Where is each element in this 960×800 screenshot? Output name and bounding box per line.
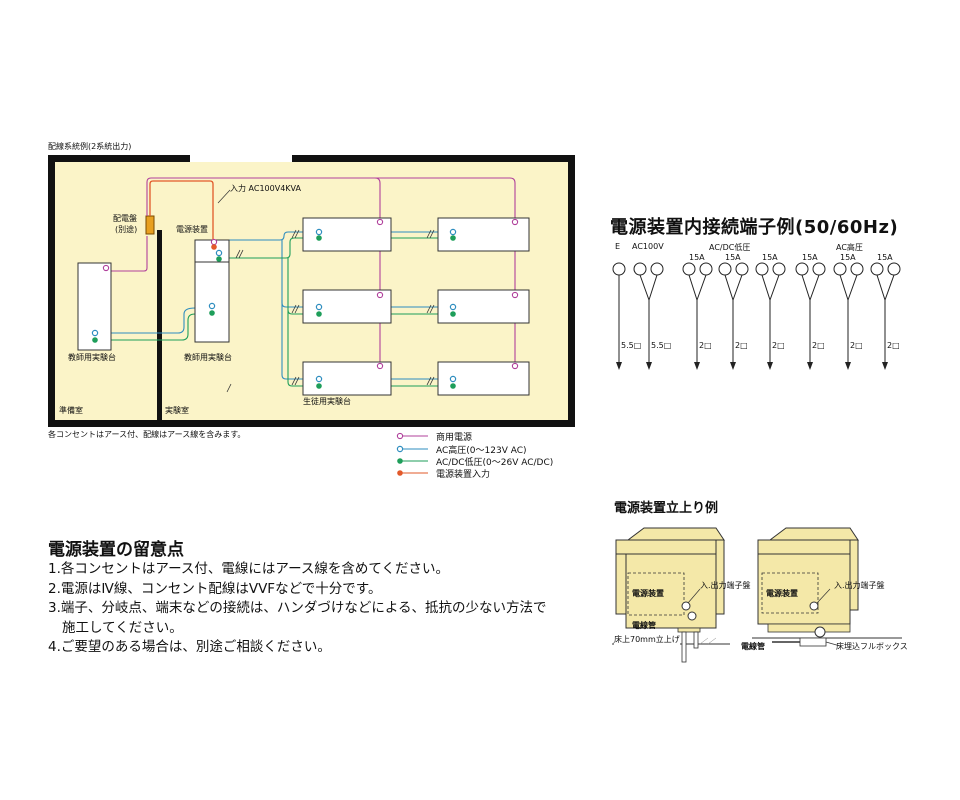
commercial-wire-main bbox=[146, 177, 381, 366]
cable-label-6: 2□ bbox=[812, 341, 825, 350]
terminal-label-high: AC高圧 bbox=[836, 243, 863, 252]
student-table-label: 生徒用実験台 bbox=[303, 397, 351, 406]
terminal-diagram bbox=[612, 262, 901, 276]
legend-low: AC/DC低圧(0〜26V AC/DC) bbox=[436, 458, 554, 468]
teacher-table-left bbox=[77, 262, 112, 351]
low-wire-3 bbox=[287, 310, 455, 387]
prep-room-label: 準備室 bbox=[59, 406, 83, 415]
ac-high-wire-1 bbox=[220, 231, 455, 241]
amp-label-6: 15A bbox=[877, 253, 893, 262]
input-label: 入力 AC100V4KVA bbox=[230, 184, 301, 193]
cable-label-2: 5.5□ bbox=[651, 341, 672, 350]
cable-label-4: 2□ bbox=[735, 341, 748, 350]
commercial-wire-right bbox=[375, 177, 516, 366]
low-wire-1 bbox=[220, 237, 455, 259]
notes-title: 電源装置の留意点 bbox=[48, 540, 184, 560]
input-outlet bbox=[211, 244, 217, 250]
legend-input: 電源装置入力 bbox=[436, 470, 491, 480]
power-unit-label: 電源装置 bbox=[176, 225, 208, 234]
distribution-board-label: 配電盤 bbox=[113, 214, 137, 223]
cable-label-7: 2□ bbox=[850, 341, 863, 350]
commercial-outlets bbox=[102, 218, 519, 370]
rise-right-pipe: 電線管 bbox=[741, 642, 765, 651]
amp-label-4: 15A bbox=[802, 253, 818, 262]
low-outlets bbox=[92, 235, 456, 389]
distribution-board-box bbox=[145, 215, 155, 235]
rise-left-unit: 電源装置 bbox=[632, 589, 664, 598]
rise-title: 電源装置立上り例 bbox=[614, 501, 719, 516]
terminals-title: 電源装置内接続端子例(50/60Hz) bbox=[610, 217, 899, 238]
rise-left-floor: 床上70mm立上げ bbox=[614, 634, 680, 645]
rise-left-pipe: 電線管 bbox=[632, 621, 656, 630]
low-wire-teacher bbox=[95, 313, 196, 341]
rise-right-unit: 電源装置 bbox=[766, 589, 798, 598]
commercial-wire-left bbox=[105, 236, 148, 272]
input-wire bbox=[149, 180, 214, 242]
terminal-label-ac100v: AC100V bbox=[632, 242, 664, 251]
note-item: 4.ご要望のある場合は、別途ご相談ください。 bbox=[48, 639, 331, 655]
note-item: 1.各コンセントはアース付、電線にはアース線を含めてください。 bbox=[48, 561, 450, 577]
amp-label-2: 15A bbox=[725, 253, 741, 262]
distribution-board-note: (別途) bbox=[115, 225, 138, 234]
partition-wall bbox=[157, 230, 162, 420]
cable-label-3: 2□ bbox=[699, 341, 712, 350]
legend-ac-high: AC高圧(0〜123V AC) bbox=[436, 446, 527, 456]
cable-label-5: 2□ bbox=[772, 341, 785, 350]
ac-high-wire-3 bbox=[281, 300, 455, 380]
rise-right-terminal: 入.出力端子盤 bbox=[834, 581, 885, 590]
ac-high-wire-teacher bbox=[95, 307, 196, 334]
cable-label-1: 5.5□ bbox=[621, 341, 642, 350]
ac-high-outlets bbox=[91, 228, 457, 383]
cable-label-8: 2□ bbox=[887, 341, 900, 350]
rise-left-terminal: 入.出力端子盤 bbox=[700, 581, 751, 590]
rise-right bbox=[752, 527, 902, 647]
terminal-label-e: E bbox=[615, 242, 621, 251]
rise-left bbox=[611, 527, 730, 663]
notes-list: 1.各コンセントはアース付、電線にはアース線を含めてください。 2.電源はⅣ線、… bbox=[48, 560, 546, 658]
teacher-table-center bbox=[194, 239, 230, 343]
terminal-label-low: AC/DC低圧 bbox=[709, 243, 751, 252]
lab-room-label: 実験室 bbox=[165, 406, 189, 415]
teacher-table-center-label: 教師用実験台 bbox=[184, 353, 232, 362]
amp-label-3: 15A bbox=[762, 253, 778, 262]
legend bbox=[396, 432, 428, 476]
teacher-table-left-label: 教師用実験台 bbox=[68, 353, 116, 362]
legend-commercial: 商用電源 bbox=[436, 433, 473, 443]
amp-label-5: 15A bbox=[840, 253, 856, 262]
wiring-title: 配線系統例(2系統出力) bbox=[48, 142, 132, 151]
rise-right-box: 床埋込フルボックス bbox=[836, 642, 908, 651]
amp-label-1: 15A bbox=[689, 253, 705, 262]
note-item: 3.端子、分岐点、端末などの接続は、ハンダづけなどによる、抵抗の少ない方法で bbox=[48, 600, 547, 616]
note-item: 施工してください。 bbox=[62, 619, 183, 636]
note-item: 2.電源はⅣ線、コンセント配線はVVFなどで十分です。 bbox=[48, 580, 382, 597]
wiring-footnote: 各コンセントはアース付、配線はアース線を含みます。 bbox=[48, 430, 246, 439]
